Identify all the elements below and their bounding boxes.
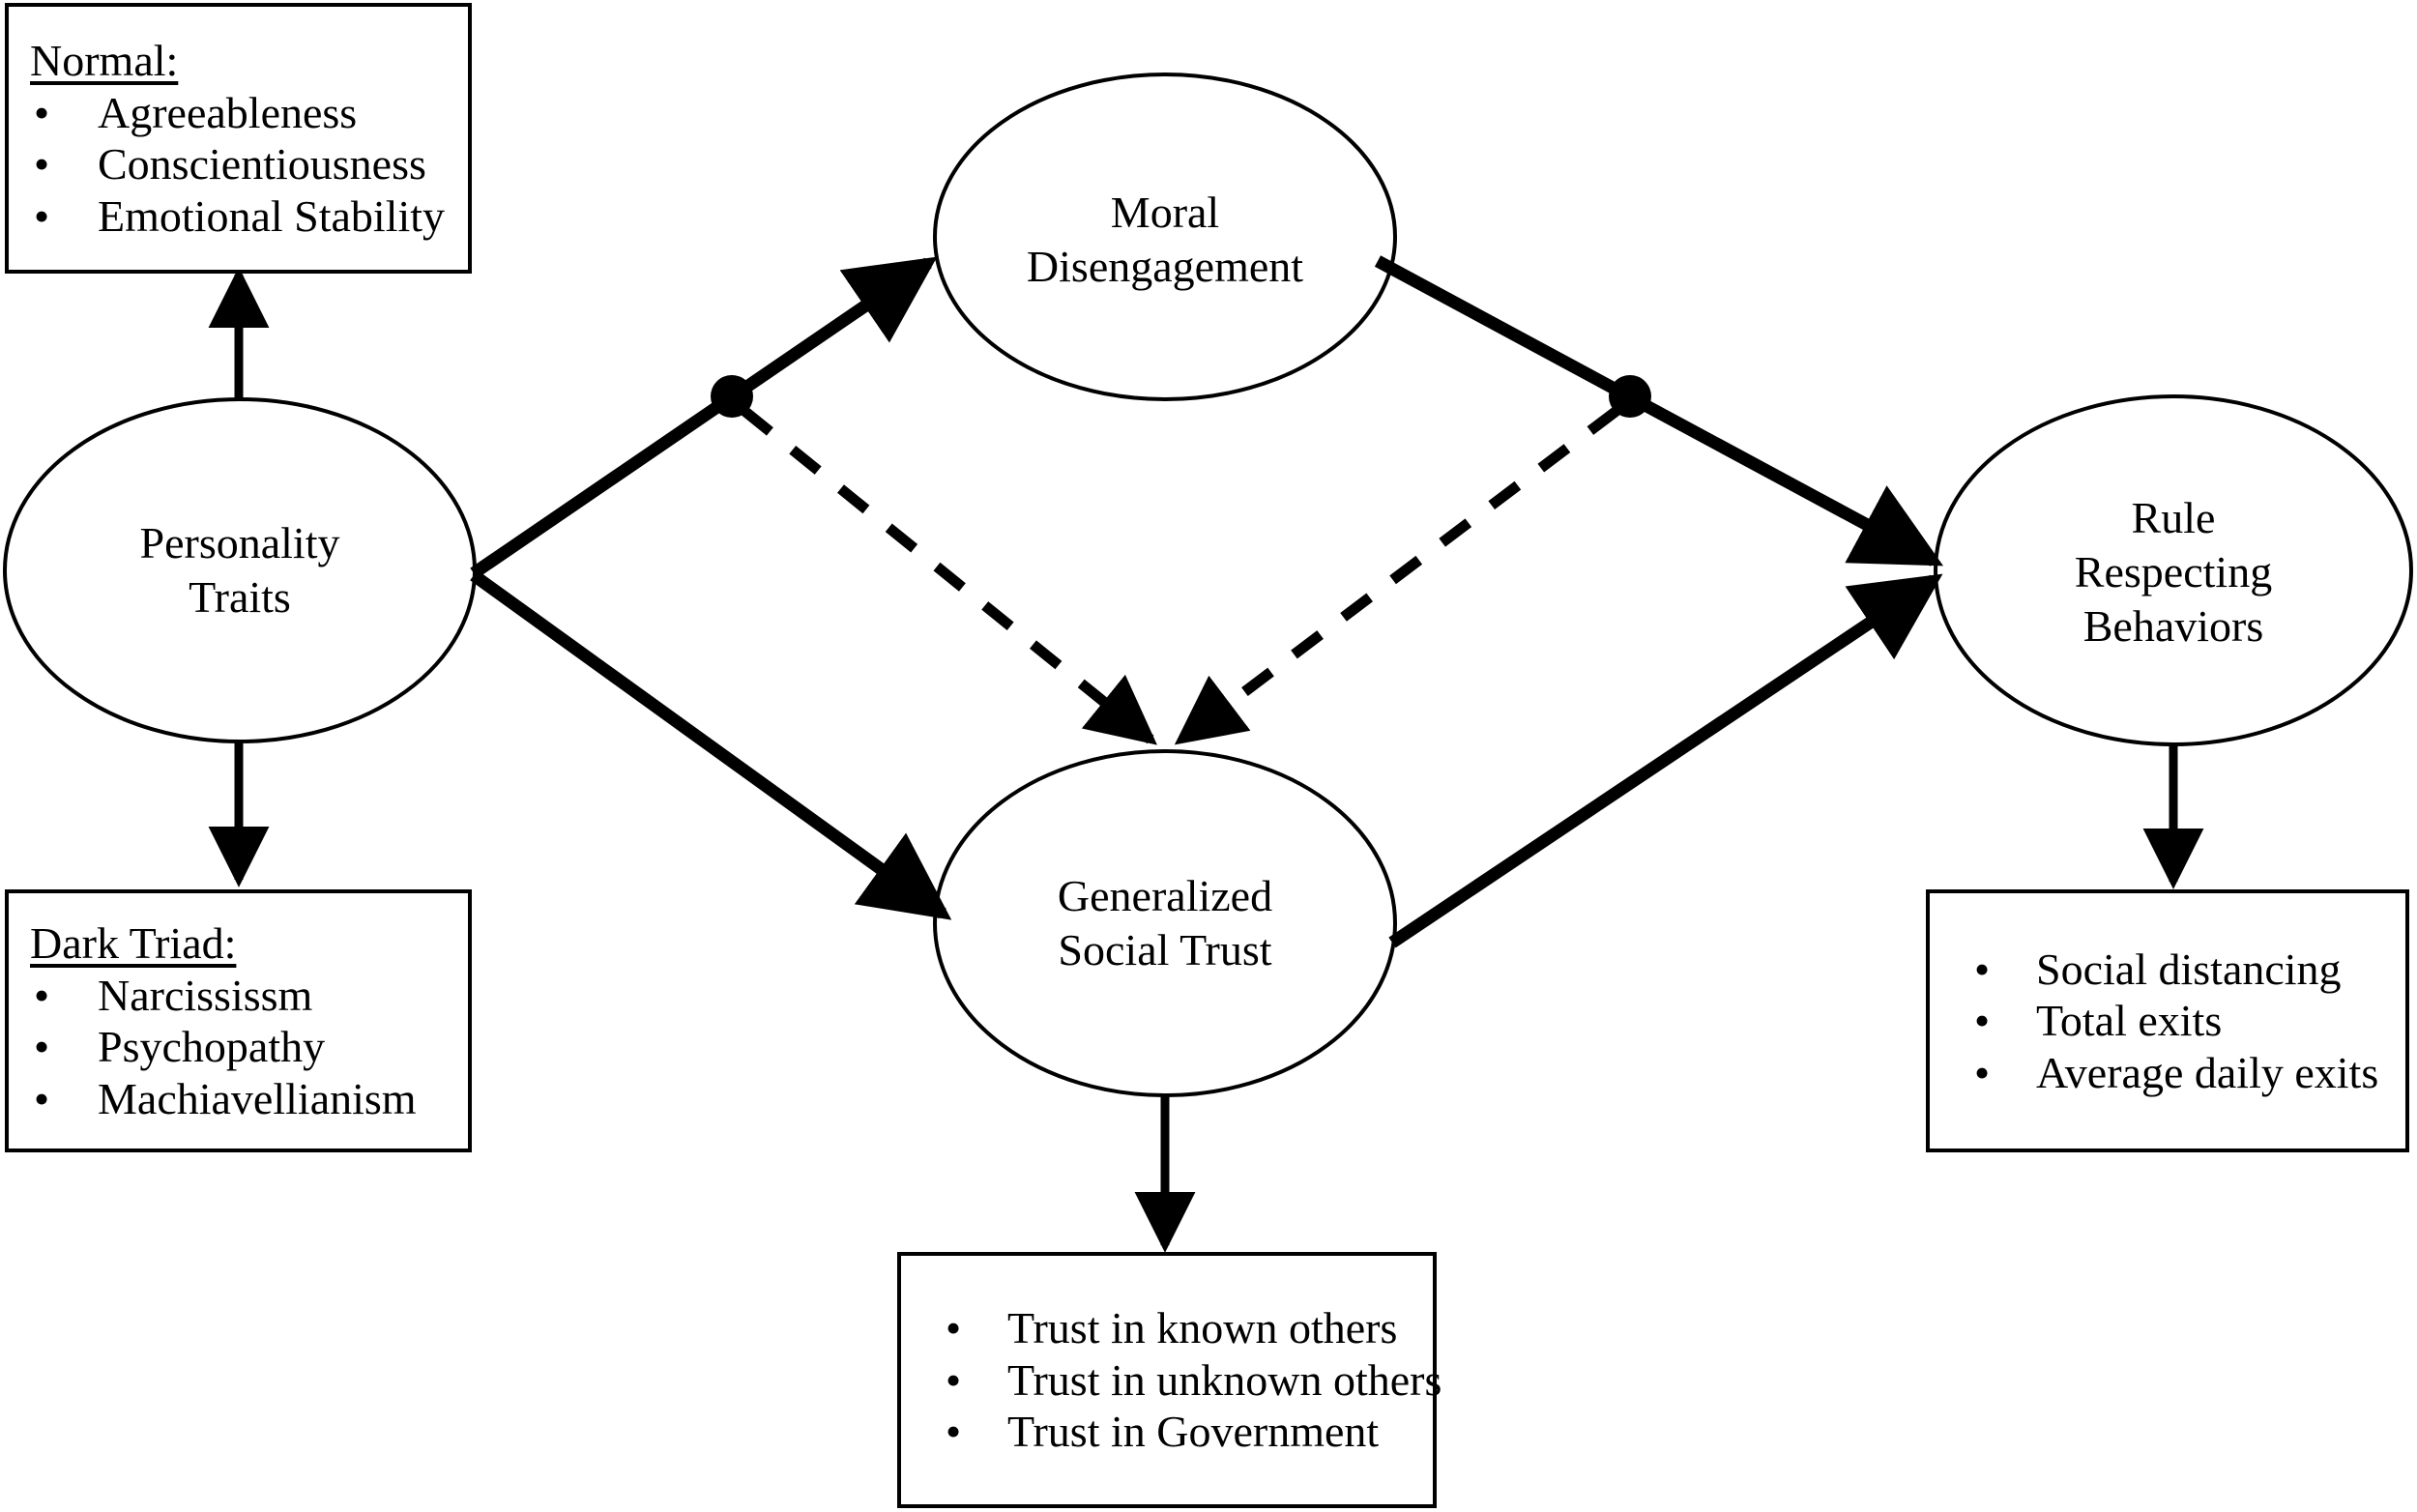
- arrow-personality-traits-to-generalized-social-trust: [470, 569, 952, 920]
- list-item: • Trust in known others: [901, 1302, 1433, 1353]
- moderation-dot-right: [1609, 375, 1651, 418]
- bullet-icon: •: [946, 1303, 962, 1353]
- list-item: • Conscientiousness: [9, 138, 468, 189]
- bullet-icon: •: [34, 139, 50, 189]
- list-item: • Social distancing: [1930, 944, 2405, 995]
- moderation-dot-left: [711, 375, 753, 418]
- list-item: • Total exits: [1930, 995, 2405, 1046]
- list-item-label: Trust in Government: [1007, 1407, 1380, 1457]
- ellipse-rule-respecting-behaviors: [1934, 394, 2413, 746]
- list-item-label: Psychopathy: [98, 1022, 326, 1072]
- box-normal-traits: Normal: • Agreeableness • Conscientiousn…: [5, 3, 472, 274]
- box-dark-triad: Dark Triad: • Narcississm • Psychopathy …: [5, 889, 472, 1152]
- box-rule-respecting-indicators: • Social distancing • Total exits • Aver…: [1926, 889, 2409, 1152]
- bullet-icon: •: [1974, 1047, 1991, 1097]
- bullet-icon: •: [1974, 944, 1991, 994]
- list-item-label: Emotional Stability: [98, 190, 446, 241]
- bullet-icon: •: [34, 1073, 50, 1123]
- list-item: • Trust in Government: [901, 1406, 1433, 1457]
- box-trust-indicators-list: • Trust in known others • Trust in unkno…: [901, 1302, 1441, 1457]
- ellipse-generalized-social-trust: [933, 749, 1397, 1097]
- box-rule-respecting-list: • Social distancing • Total exits • Aver…: [1930, 944, 2405, 1098]
- list-item: • Machiavellianism: [9, 1073, 468, 1124]
- list-item-label: Conscientiousness: [98, 139, 426, 189]
- list-item-label: Machiavellianism: [98, 1073, 417, 1123]
- list-item: • Emotional Stability: [9, 190, 468, 242]
- bullet-icon: •: [34, 971, 50, 1021]
- list-item: • Average daily exits: [1930, 1047, 2405, 1098]
- box-trust-indicators: • Trust in known others • Trust in unkno…: [897, 1252, 1441, 1508]
- bullet-icon: •: [34, 88, 50, 138]
- list-item: • Agreeableness: [9, 87, 468, 138]
- list-item-label: Trust in unknown others: [1007, 1354, 1442, 1405]
- box-normal-list: • Agreeableness • Conscientiousness • Em…: [9, 87, 468, 242]
- list-item: • Narcississm: [9, 970, 468, 1021]
- box-normal-heading: Normal:: [30, 35, 179, 85]
- list-item: • Psychopathy: [9, 1021, 468, 1072]
- bullet-icon: •: [946, 1407, 962, 1457]
- list-item-label: Trust in known others: [1007, 1303, 1398, 1353]
- arrow-generalized-social-trust-to-rule-respecting-behaviors: [1388, 573, 1943, 948]
- ellipse-personality-traits: [3, 397, 477, 743]
- bullet-icon: •: [34, 1022, 50, 1072]
- dashed-moderation-right-to-generalized-social-trust: [1174, 406, 1620, 745]
- list-item-label: Narcississm: [98, 971, 313, 1021]
- box-dark-triad-list: • Narcississm • Psychopathy • Machiavell…: [9, 970, 468, 1124]
- bullet-icon: •: [34, 190, 50, 241]
- list-item-label: Agreeableness: [98, 88, 358, 138]
- dashed-moderation-left-to-generalized-social-trust: [741, 406, 1157, 745]
- bullet-icon: •: [946, 1354, 962, 1405]
- bullet-icon: •: [1974, 996, 1991, 1046]
- box-dark-triad-heading: Dark Triad:: [30, 917, 237, 968]
- arrow-personality-traits-to-moral-disengagement: [470, 256, 938, 579]
- list-item-label: Social distancing: [2036, 944, 2342, 994]
- list-item-label: Total exits: [2036, 996, 2223, 1046]
- arrow-moral-disengagement-to-rule-respecting-behaviors: [1374, 255, 1944, 567]
- list-item: • Trust in unknown others: [901, 1354, 1441, 1406]
- ellipse-moral-disengagement: [933, 73, 1397, 401]
- list-item-label: Average daily exits: [2036, 1047, 2379, 1097]
